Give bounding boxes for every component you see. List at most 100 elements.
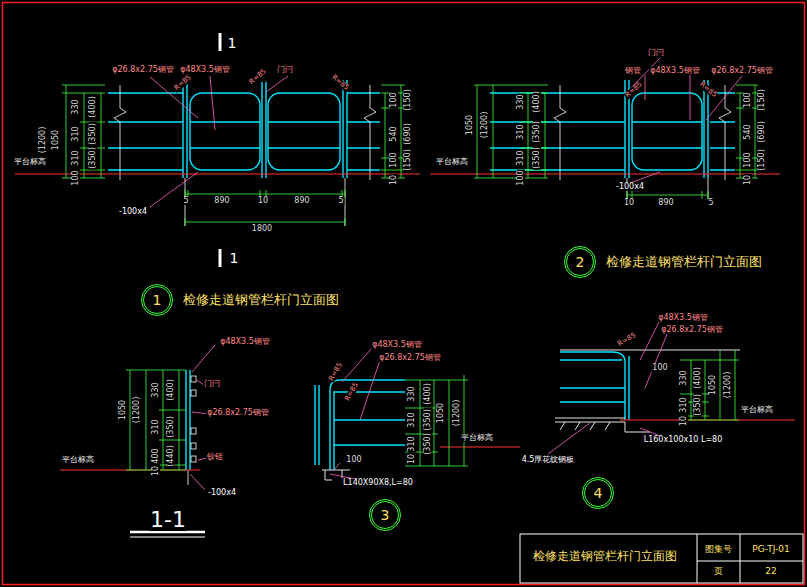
- annotation-text: 检修走道钢管栏杆门立面图: [532, 550, 678, 562]
- dimension-text: (400): [167, 378, 175, 402]
- annotation-text: 1: [229, 251, 240, 265]
- annotation-text: 890: [213, 197, 230, 205]
- annotation-text: -100x4: [118, 208, 148, 216]
- callout-number: 2: [564, 246, 596, 278]
- annotation-text: 890: [657, 199, 674, 207]
- dimension-text: 310: [72, 125, 80, 142]
- dimension-text: 1050: [709, 374, 717, 396]
- dimension-text: (1200): [133, 396, 141, 425]
- dimension-text: 10: [390, 174, 398, 186]
- annotation-text: 22: [764, 567, 777, 576]
- annotation-text: 10: [257, 197, 269, 205]
- dimension-text: 310: [152, 418, 160, 435]
- annotation-text: 平台标高: [61, 456, 95, 464]
- annotation-text: 页: [713, 567, 724, 576]
- dimension-text: 100: [744, 91, 752, 108]
- dimension-text: (350): [424, 432, 432, 456]
- detail-callout: 3: [369, 499, 401, 531]
- dimension-text: 10: [152, 465, 160, 477]
- annotation-text: 10: [623, 199, 635, 207]
- dimension-text: (1200): [453, 399, 461, 428]
- annotation-text: -100x4: [615, 183, 645, 191]
- detail-callout: 4: [582, 477, 614, 509]
- annotation-text: 门闩: [276, 66, 294, 74]
- annotation-text: 5: [337, 197, 344, 205]
- dimension-text: 10: [408, 453, 416, 465]
- dimension-text: 310: [72, 149, 80, 166]
- annotation-text: φ26.8x2.75钢管: [111, 66, 175, 74]
- dimension-text: 310: [408, 411, 416, 428]
- dimension-text: 310: [408, 435, 416, 452]
- annotation-text: 图集号: [704, 545, 733, 554]
- dimension-text: 1050: [119, 399, 127, 421]
- annotation-text: 平台标高: [740, 406, 774, 414]
- annotation-text: 4.5厚花纹钢板: [521, 456, 576, 464]
- dimension-text: 100: [744, 151, 752, 168]
- annotation-text: 1-1: [149, 509, 187, 531]
- annotation-text: φ26.8x2.75钢管: [206, 409, 270, 417]
- callout-number: 4: [582, 477, 614, 509]
- annotation-text: -100x4: [207, 489, 237, 497]
- dimension-text: (150): [404, 88, 412, 112]
- annotation-text: 铰链: [206, 453, 224, 461]
- detail-callout: 2 检修走道钢管栏杆门立面图: [564, 246, 762, 278]
- callout-number: 3: [369, 499, 401, 531]
- annotation-text: φ48X3.5钢管: [371, 341, 423, 349]
- dimension-text: 330: [517, 93, 525, 110]
- annotation-text: R=85: [616, 332, 638, 349]
- annotation-text: 门闩: [647, 49, 665, 57]
- view-title: 检修走道钢管栏杆门立面图: [183, 292, 339, 308]
- callout-number: 1: [141, 284, 173, 316]
- dimension-text: (690): [404, 122, 412, 146]
- dimension-text: 1050: [437, 402, 445, 424]
- dimension-text: 100: [390, 91, 398, 108]
- annotation-text: 5: [182, 197, 189, 205]
- dimension-text: (350): [89, 122, 97, 146]
- annotation-text: φ26.8x2.75钢管: [378, 354, 442, 362]
- dimension-text: 400: [152, 447, 160, 464]
- dimension-text: (400): [89, 95, 97, 119]
- dimension-text: (400): [694, 366, 702, 390]
- annotation-text: R=85: [623, 80, 644, 99]
- dimension-text: 330: [680, 369, 688, 386]
- dimension-text: (1200): [481, 111, 489, 140]
- dimension-text: 310: [517, 149, 525, 166]
- annotation-text: φ48X3.5钢管: [649, 67, 701, 75]
- dimension-text: 310: [680, 396, 688, 413]
- annotation-text: 890: [293, 197, 310, 205]
- dimension-text: 10: [680, 415, 688, 427]
- dimension-text: 330: [408, 385, 416, 402]
- dimension-text: (350): [424, 408, 432, 432]
- dimension-text: 100: [517, 169, 525, 186]
- annotation-text: R=85: [329, 73, 350, 92]
- dimension-text: 1050: [466, 114, 474, 136]
- annotation-text: 100: [651, 364, 668, 372]
- annotation-text: 钢管: [624, 67, 642, 75]
- annotation-text: 1800: [251, 225, 273, 233]
- annotation-text: φ48X3.5钢管: [657, 314, 709, 322]
- dimension-text: (350): [533, 120, 541, 144]
- dimension-text: (150): [758, 88, 766, 112]
- view-title: 检修走道钢管栏杆门立面图: [606, 254, 762, 270]
- dimension-text: (350): [167, 415, 175, 439]
- annotation-text: 100: [345, 456, 362, 464]
- detail-callout: 1 检修走道钢管栏杆门立面图: [141, 284, 339, 316]
- annotation-text: φ48X3.5钢管: [219, 338, 271, 346]
- annotation-text: L160x100x10 L=80: [643, 436, 724, 444]
- dimension-text: (150): [758, 148, 766, 172]
- dimension-text: 540: [744, 123, 752, 140]
- dimension-text: 310: [517, 123, 525, 140]
- dimension-text: 330: [152, 381, 160, 398]
- dimension-text: (690): [758, 120, 766, 144]
- annotation-text: L140X90X8,L=80: [342, 479, 414, 487]
- dimension-text: (350): [89, 146, 97, 170]
- dimension-text: 100: [72, 169, 80, 186]
- dimension-text: (350): [694, 393, 702, 417]
- annotation-text: PG-TJ-01: [751, 545, 790, 554]
- annotation-text: φ26.8x2.75钢管: [710, 67, 774, 75]
- dimension-text: (440): [167, 444, 175, 468]
- dimension-text: (1200): [724, 371, 732, 400]
- dimension-text: 540: [390, 125, 398, 142]
- annotation-text: 平台标高: [13, 158, 47, 166]
